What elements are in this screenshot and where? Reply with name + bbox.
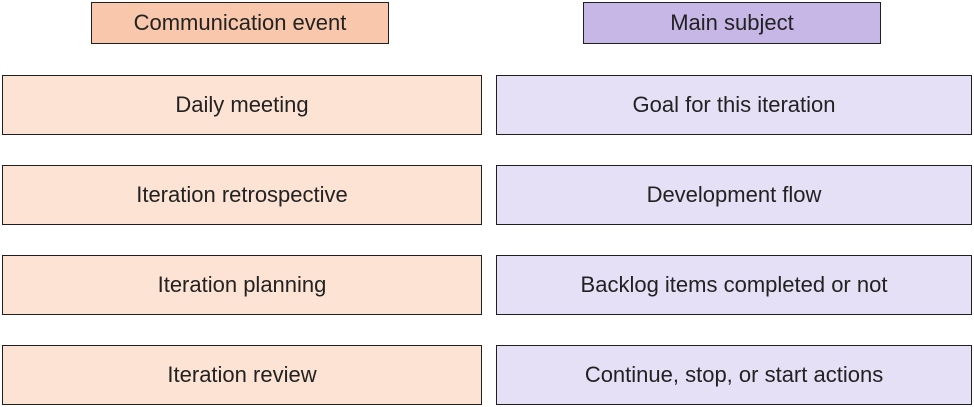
subject-box-1[interactable]: Goal for this iteration [496,75,972,135]
event-box-1[interactable]: Daily meeting [2,75,482,135]
subject-box-2[interactable]: Development flow [496,165,972,225]
subject-box-3[interactable]: Backlog items completed or not [496,255,972,315]
communication-event-header: Communication event [91,2,389,44]
event-box-2[interactable]: Iteration retrospective [2,165,482,225]
main-subject-header: Main subject [583,2,881,44]
event-box-3[interactable]: Iteration planning [2,255,482,315]
subject-box-4[interactable]: Continue, stop, or start actions [496,345,972,405]
event-box-4[interactable]: Iteration review [2,345,482,405]
